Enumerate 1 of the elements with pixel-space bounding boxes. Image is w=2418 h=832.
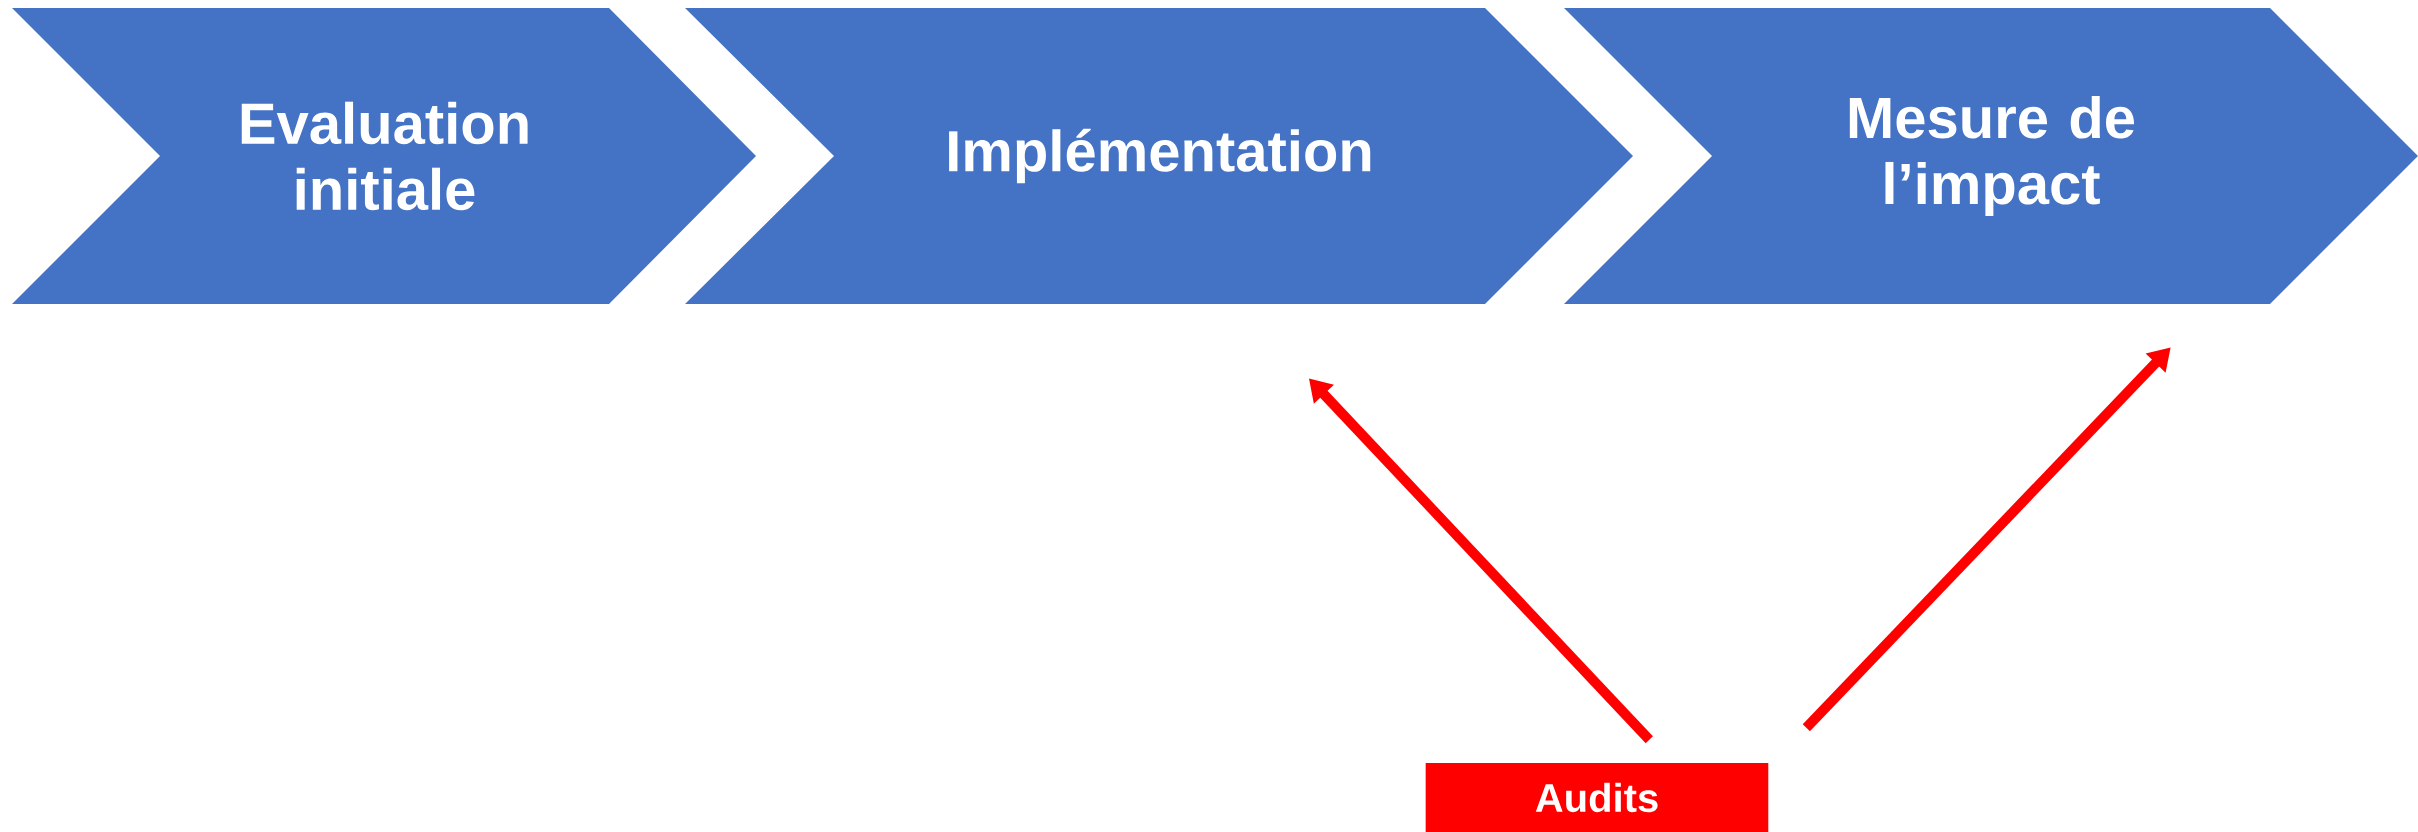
label-box: Audits xyxy=(1425,763,1769,832)
